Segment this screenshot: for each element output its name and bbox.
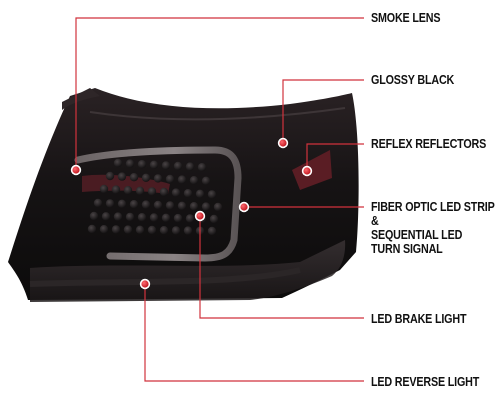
led-cell [197, 163, 207, 172]
lamp-lower-lens [30, 240, 346, 302]
led-cell [159, 187, 169, 197]
led-cell [141, 200, 151, 209]
led-cell [213, 202, 223, 212]
led-cell [99, 184, 109, 194]
led-cell [161, 213, 171, 222]
callout-dot-glossy-black [279, 139, 287, 147]
led-cell [209, 214, 219, 224]
led-cell [149, 213, 159, 222]
callout-leaders [70, 17, 364, 382]
led-cell [87, 224, 97, 234]
led-cell [165, 174, 175, 184]
reverse-light-strip [29, 267, 301, 287]
led-cell [111, 225, 121, 234]
led-cell [171, 226, 181, 235]
leader-line-glossy-black [282, 79, 364, 143]
callout-dot-smoke-lens [72, 166, 80, 174]
led-cell [137, 160, 147, 169]
led-cell [113, 212, 123, 221]
callout-dot-fiber-optic [240, 203, 248, 211]
led-cell [177, 201, 187, 210]
led-cell [141, 173, 151, 182]
leader-line-led-reverse [144, 284, 364, 382]
led-cell [201, 202, 211, 211]
leader-line-reflex-reflectors [306, 143, 364, 171]
led-cell [173, 213, 183, 223]
tail-light-assembly [8, 88, 359, 302]
led-cell [153, 200, 163, 210]
led-cell [207, 226, 217, 236]
led-cell [137, 213, 147, 222]
led-cell [129, 200, 139, 209]
label-glossy-black: GLOSSY BLACK [371, 73, 455, 87]
led-cell [159, 226, 169, 235]
led-cell [123, 186, 133, 195]
callout-dot-reflex-reflectors [303, 167, 311, 175]
label-led-reverse: LED REVERSE LIGHT [371, 375, 480, 389]
lamp-top-highlight [89, 107, 346, 121]
led-cell [185, 162, 195, 171]
label-reflex-reflectors: REFLEX REFLECTORS [371, 137, 487, 151]
led-cell [183, 226, 193, 235]
led-cell [123, 225, 133, 234]
led-cell [105, 171, 115, 181]
lamp-housing [8, 88, 359, 300]
led-cell [125, 212, 135, 222]
led-cell [207, 190, 217, 199]
led-cell [173, 161, 183, 171]
led-cell [149, 160, 159, 169]
led-cell [111, 185, 121, 194]
led-cell [125, 159, 135, 168]
led-cell [171, 188, 181, 197]
led-cell [101, 212, 111, 221]
led-cell [113, 158, 123, 168]
led-cell [189, 202, 199, 211]
leader-line-led-brake [199, 216, 364, 319]
callout-dot-led-reverse [141, 280, 149, 288]
led-cell [89, 211, 99, 221]
led-cell [117, 199, 127, 208]
led-cell [129, 173, 139, 182]
led-cell [105, 199, 115, 208]
led-cell [117, 172, 127, 181]
led-cell [177, 175, 187, 184]
callout-dot-led-brake [196, 212, 204, 220]
led-cell [185, 214, 195, 223]
label-smoke-lens: SMOKE LENS [371, 11, 441, 25]
led-cell [195, 189, 205, 198]
led-cell [189, 176, 199, 185]
led-cell [135, 186, 145, 195]
led-cell [161, 161, 171, 170]
label-led-brake: LED BRAKE LIGHT [371, 312, 467, 326]
label-fiber-optic: FIBER OPTIC LED STRIP & SEQUENTIAL LED T… [371, 200, 495, 256]
led-cell [147, 225, 157, 235]
led-cell [165, 201, 175, 210]
led-cell [183, 189, 193, 198]
led-cell [201, 176, 211, 185]
led-cell [135, 225, 145, 234]
led-cell [147, 187, 157, 196]
led-array [87, 158, 223, 236]
fiber-optic-strip [74, 146, 242, 262]
lamp-upper-edge [62, 88, 100, 110]
led-cell [99, 225, 109, 234]
led-cell [93, 198, 103, 208]
led-cell [153, 174, 163, 183]
leader-line-smoke-lens [75, 17, 364, 170]
